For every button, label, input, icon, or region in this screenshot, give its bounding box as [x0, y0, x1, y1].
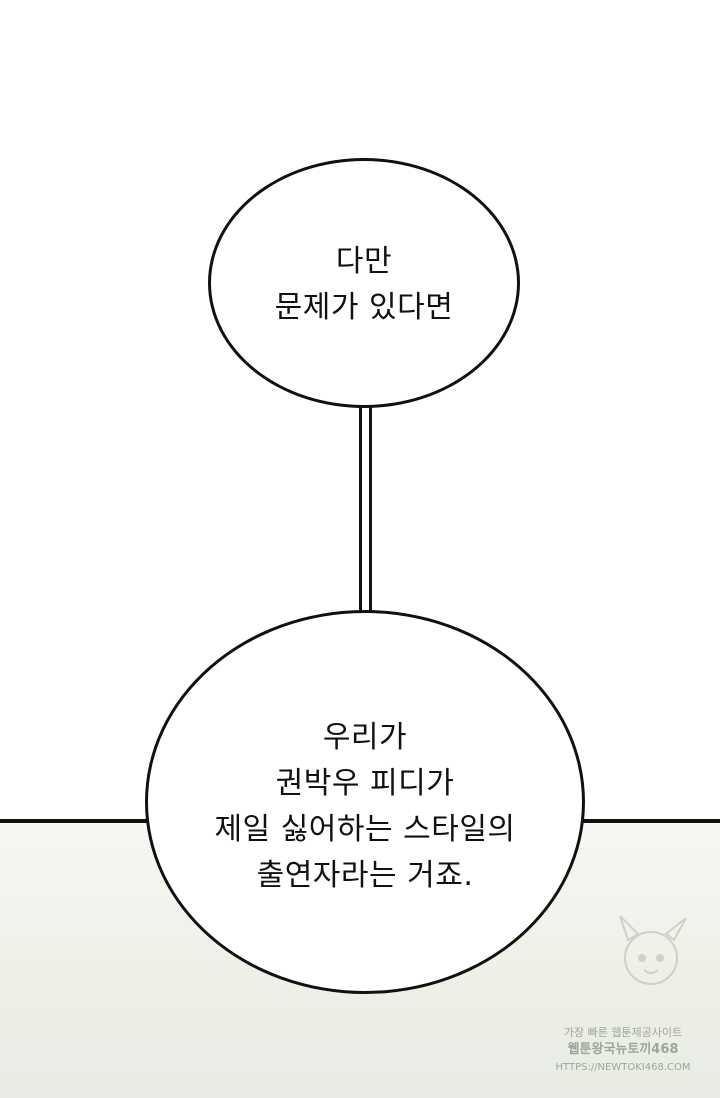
site-watermark: 가장 빠른 웹툰제공사이트 웹툰왕국뉴토끼468 HTTPS://NEWTOKI… [548, 915, 698, 1088]
speech-bubble-bottom: 우리가 권박우 피디가 제일 싫어하는 스타일의 출연자라는 거죠. [145, 610, 585, 994]
speech-text-bottom: 우리가 권박우 피디가 제일 싫어하는 스타일의 출연자라는 거죠. [214, 715, 515, 899]
speech-line: 제일 싫어하는 스타일의 [214, 812, 516, 847]
speech-line: 출연자라는 거죠. [256, 858, 474, 893]
speech-line: 다만 [335, 244, 393, 279]
speech-bubble-top: 다만 문제가 있다면 [208, 158, 520, 408]
watermark-url: HTTPS://NEWTOKI468.COM [555, 1062, 691, 1073]
mascot-icon [619, 915, 687, 985]
speech-line: 문제가 있다면 [274, 290, 454, 325]
watermark-tagline: 가장 빠른 웹툰제공사이트 [563, 1026, 683, 1039]
speech-line: 권박우 피디가 [275, 766, 455, 801]
speech-text-top: 다만 문제가 있다면 [275, 239, 454, 331]
watermark-title: 웹툰왕국뉴토끼468 [567, 1042, 679, 1057]
speech-line: 우리가 [322, 720, 408, 755]
bubble-connector [359, 404, 372, 616]
